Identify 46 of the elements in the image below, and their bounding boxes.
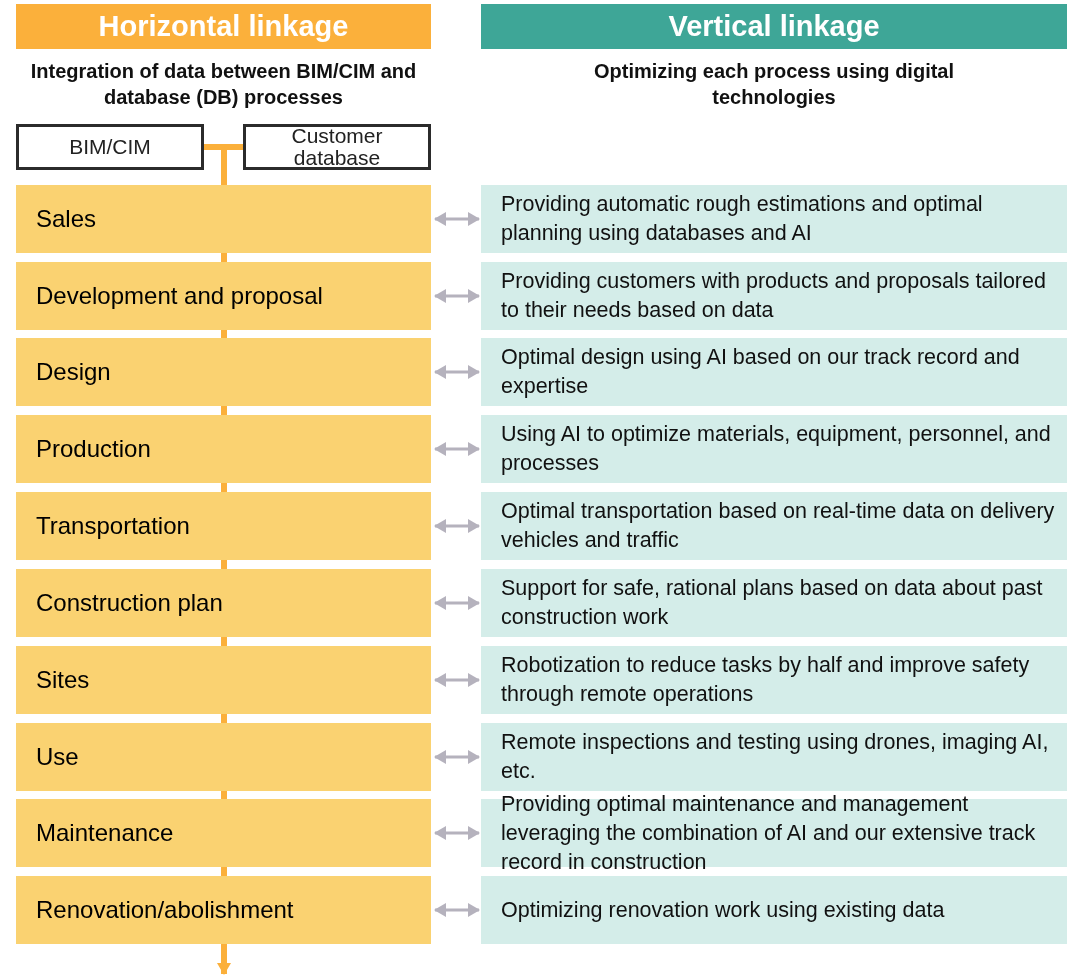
process-box: Transportation [16,492,431,560]
arrow [217,944,231,975]
process-box: Sites [16,646,431,714]
description-box: Optimizing renovation work using existing data [481,876,1067,944]
process-box: Production [16,415,431,483]
subtitle: Integration of data between BIM/CIM and database (DB) processes [29,59,418,110]
process-box: Sales [16,185,431,253]
process-box: Design [16,338,431,406]
description-box: Remote inspections and testing using drones, imaging AI, etc. [481,723,1067,791]
process-box: Maintenance [16,799,431,867]
double-arrow [434,442,480,456]
connector-line [221,867,227,876]
connector-line [221,637,227,646]
source-box: Customer database [243,124,431,170]
source-box: BIM/CIM [16,124,204,170]
connector-line [221,560,227,569]
description-box: Optimal design using AI based on our track record and expertise [481,338,1067,406]
subtitle: Optimizing each process using digital technologies [592,59,956,110]
double-arrow [434,519,480,533]
connector-line [221,253,227,262]
double-arrow [434,750,480,764]
description-box: Robotization to reduce tasks by half and improve safety through remote operations [481,646,1067,714]
description-box: Using AI to optimize materials, equipment, personnel, and processes [481,415,1067,483]
double-arrow [434,365,480,379]
double-arrow [434,212,480,226]
double-arrow [434,826,480,840]
description-box: Optimal transportation based on real-time data on delivery vehicles and traffic [481,492,1067,560]
connector-line [221,330,227,338]
connector-line [221,406,227,415]
double-arrow [434,596,480,610]
description-box: Providing automatic rough estimations and optimal planning using databases and AI [481,185,1067,253]
double-arrow [434,289,480,303]
header-band: Vertical linkage [481,4,1067,49]
connector-line [221,144,243,185]
double-arrow [434,673,480,687]
connector-line [221,714,227,723]
double-arrow [434,903,480,917]
connector-line [221,791,227,799]
description-box: Providing customers with products and proposals tailored to their needs based on data [481,262,1067,330]
connector-line [221,483,227,492]
process-box: Renovation/abolishment [16,876,431,944]
process-box: Construction plan [16,569,431,637]
process-box: Use [16,723,431,791]
process-box: Development and proposal [16,262,431,330]
description-box: Support for safe, rational plans based on data about past construction work [481,569,1067,637]
header-band: Horizontal linkage [16,4,431,49]
